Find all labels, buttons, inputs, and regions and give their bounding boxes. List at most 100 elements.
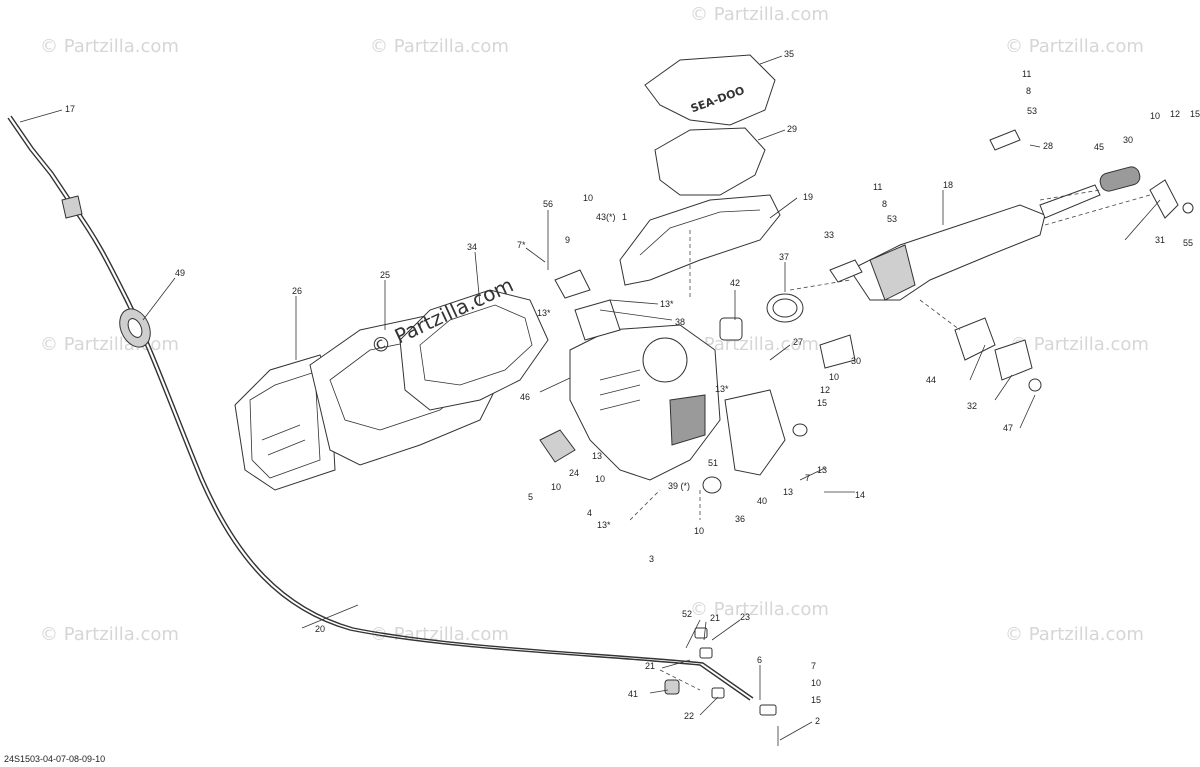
callout-37: 37 [779,252,789,262]
watermark-text: © Partzilla.com [40,334,179,355]
callout-43: 43(*) [596,212,616,222]
callout-15: 15 [811,695,821,705]
bracket-38 [574,299,621,341]
callout-36: 36 [735,514,745,524]
callout-45: 45 [1094,142,1104,152]
callout-13: 13 [817,465,827,475]
callout-38: 38 [675,317,685,327]
callout-6: 6 [757,655,762,665]
console-frame-34 [399,289,549,411]
callout-13: 13* [715,384,729,394]
center-console-46 [569,324,721,481]
callout-22: 22 [684,711,694,721]
callout-35: 35 [784,49,794,59]
top-cover-35: SEA-DOO [644,54,776,126]
callout-41: 41 [628,689,638,699]
callout-15: 15 [1190,109,1200,119]
callout-30: 30 [851,356,861,366]
callout-31: 31 [1155,235,1165,245]
callout-12: 12 [820,385,830,395]
callout-12: 12 [1170,109,1180,119]
callout-53: 53 [1027,106,1037,116]
callout-5: 5 [528,492,533,502]
callout-13: 13* [660,299,674,309]
callout-10: 10 [595,474,605,484]
upper-housing-19 [619,194,781,286]
callout-19: 19 [803,192,813,202]
callout-7: 7 [805,473,810,483]
callout-3: 3 [649,554,654,564]
callout-30: 30 [1123,135,1133,145]
ball-joint [759,704,777,716]
callout-14: 14 [855,490,865,500]
grip-30 [1099,166,1141,192]
bushing-41 [664,679,680,695]
callout-9: 9 [565,235,570,245]
callout-21: 21 [710,613,720,623]
nut-36 [702,476,722,494]
callout-52: 52 [682,609,692,619]
callout-18: 18 [943,180,953,190]
watermark-text: © Partzilla.com [40,624,179,645]
watermark-text: © Partzilla.com [1005,36,1144,57]
callout-8: 8 [882,199,887,209]
callout-11: 11 [873,182,882,192]
callout-13: 13 [592,451,602,461]
callout-25: 25 [380,270,390,280]
callout-13: 13* [537,308,551,318]
callout-55: 55 [1183,238,1193,248]
callout-49: 49 [175,268,185,278]
cap-47 [1028,378,1042,392]
callout-47: 47 [1003,423,1013,433]
callout-2: 2 [815,716,820,726]
reference-code: 24S1503-04-07-08-09-10 [4,754,105,764]
bushing-23 [699,647,713,659]
callout-46: 46 [520,392,530,402]
watermark-text: © Partzilla.com [40,36,179,57]
callout-23: 23 [740,612,750,622]
throttle-31 [1149,179,1179,219]
lever-33 [829,259,863,283]
callout-51: 51 [708,458,718,468]
callout-1: 1 [622,212,627,222]
steering-cable [7,115,754,701]
callout-32: 32 [967,401,977,411]
handlebar-18 [829,129,1194,392]
watermark-text: © Partzilla.com [690,4,829,25]
callout-26: 26 [292,286,302,296]
callout-13: 13 [783,487,793,497]
callout-40: 40 [757,496,767,506]
bushing-42 [719,317,743,341]
callout-4: 4 [587,508,592,518]
top-cover-29 [654,127,766,196]
callout-20: 20 [315,624,325,634]
callout-7: 7* [517,240,526,250]
watermark-text: © Partzilla.com [370,36,509,57]
callout-17: 17 [65,104,75,114]
callout-56: 56 [543,199,553,209]
callout-13: 13* [597,520,611,530]
assembly-lines [629,189,1151,691]
small-hardware [539,269,856,494]
watermark-text: © Partzilla.com [370,624,509,645]
switch-32 [994,339,1033,381]
grip-27 [819,334,856,369]
watermark-layer: © Partzilla.com © Partzilla.com © Partzi… [40,4,1149,645]
callout-7: 7 [811,661,816,671]
nut-15 [792,423,808,437]
callout-10: 10 [829,372,839,382]
bracket-40 [724,389,786,476]
callout-29: 29 [787,124,797,134]
callout-28: 28 [1043,141,1053,151]
bushing-22 [711,687,725,699]
cable-end-fitting [61,195,83,219]
knob-24 [539,429,576,463]
switch-44 [954,317,996,361]
callout-10: 10 [811,678,821,688]
callout-11: 11 [1022,69,1031,79]
callout-21: 21 [645,661,655,671]
callout-10: 10 [551,482,561,492]
bushing-21 [694,627,708,639]
watermark-text: © Partzilla.com [1010,334,1149,355]
